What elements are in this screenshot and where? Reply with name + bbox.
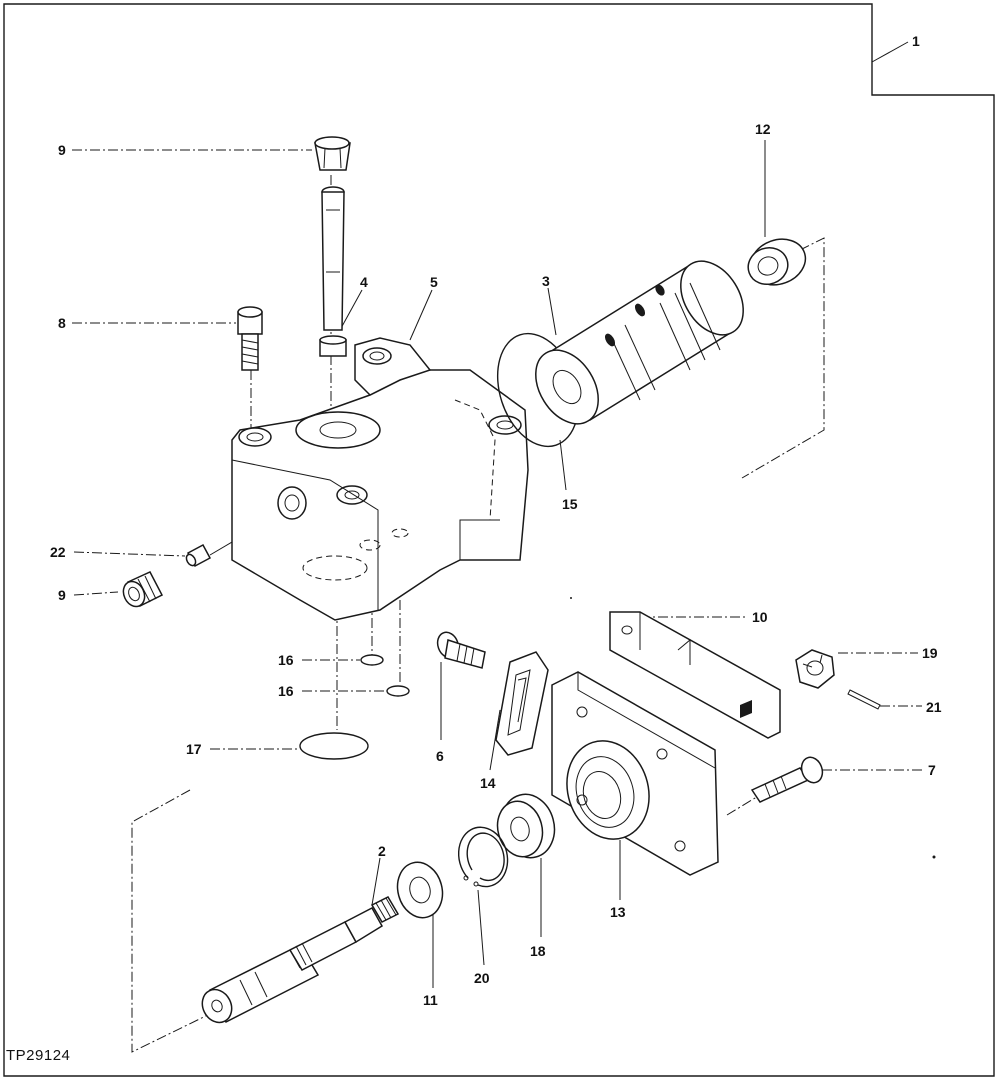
part-2-shaft xyxy=(201,896,400,1024)
leader-9-side xyxy=(73,591,119,596)
part-3-sleeve xyxy=(535,260,744,425)
leader-5 xyxy=(409,289,433,341)
callout-4: 4 xyxy=(360,274,368,290)
part-5-valve-housing xyxy=(231,337,529,621)
figure-id-label: TP29124 xyxy=(6,1047,71,1064)
part-10-plate xyxy=(609,611,781,739)
callout-16-a: 16 xyxy=(278,652,294,668)
leader-22 xyxy=(73,551,186,557)
part-17-o-ring xyxy=(299,732,369,760)
speck xyxy=(570,597,572,599)
callout-5: 5 xyxy=(430,274,438,290)
part-9-side-bushing xyxy=(122,571,164,608)
leader-20 xyxy=(477,889,485,966)
callout-22: 22 xyxy=(50,544,66,560)
callout-9-top: 9 xyxy=(58,142,66,158)
callout-labels: 1 2 3 4 5 6 7 8 9 9 10 11 12 13 14 15 16… xyxy=(50,33,942,1008)
callout-9-side: 9 xyxy=(58,587,66,603)
part-12-seal-ring xyxy=(747,238,807,286)
part-4-pin xyxy=(319,186,347,357)
part-7-cap-screw xyxy=(750,756,824,803)
leader-1 xyxy=(871,41,909,63)
callout-1: 1 xyxy=(912,33,920,49)
part-16-o-rings xyxy=(360,654,410,697)
part-21-cotter-pin xyxy=(847,689,881,710)
callout-17: 17 xyxy=(186,741,202,757)
callout-14: 14 xyxy=(480,775,496,791)
part-11-washer xyxy=(396,861,444,919)
leader-4 xyxy=(339,289,363,331)
leader-lines xyxy=(72,41,922,988)
leader-3 xyxy=(547,287,557,336)
callout-7: 7 xyxy=(928,762,936,778)
part-6-bolt xyxy=(436,631,486,669)
callout-3: 3 xyxy=(542,273,550,289)
frame-border xyxy=(3,3,995,1077)
callout-13: 13 xyxy=(610,904,626,920)
callout-20: 20 xyxy=(474,970,490,986)
callout-6: 6 xyxy=(436,748,444,764)
part-9-top-sleeve xyxy=(314,136,351,171)
callout-19: 19 xyxy=(922,645,938,661)
part-8-cap-screw xyxy=(237,306,263,371)
callout-8: 8 xyxy=(58,315,66,331)
leader-14 xyxy=(489,709,501,771)
part-22-plug xyxy=(185,543,212,568)
callout-12: 12 xyxy=(755,121,771,137)
part-14-clip xyxy=(495,651,549,756)
leader-15 xyxy=(559,439,567,491)
part-19-slotted-nut xyxy=(795,649,835,689)
callout-2: 2 xyxy=(378,843,386,859)
callout-21: 21 xyxy=(926,699,942,715)
part-13-flange xyxy=(551,671,719,876)
callout-16-b: 16 xyxy=(278,683,294,699)
part-20-snap-ring xyxy=(457,826,509,888)
leader-2 xyxy=(371,857,381,906)
callout-11: 11 xyxy=(423,992,438,1008)
part-18-washer xyxy=(496,793,556,859)
callout-10: 10 xyxy=(752,609,768,625)
callout-15: 15 xyxy=(562,496,578,512)
speck xyxy=(932,855,936,859)
callout-18: 18 xyxy=(530,943,546,959)
